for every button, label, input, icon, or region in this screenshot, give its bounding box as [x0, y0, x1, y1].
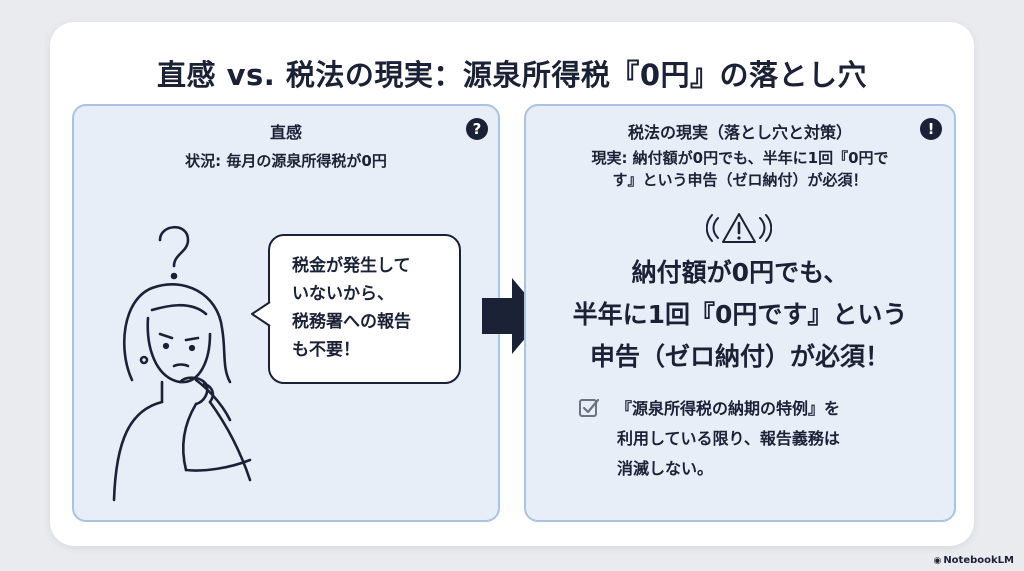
bubble-line: 税務署への報告 [292, 312, 411, 332]
big-line: 半年に1回『0円です』という [572, 300, 908, 329]
thinking-person-illustration [112, 225, 252, 502]
bubble-line: も不要！ [292, 340, 360, 360]
intuition-heading: 直感 [269, 123, 302, 142]
note-line: 『源泉所得税の納期の特例』を [616, 399, 841, 418]
note-line: 消滅しない。 [617, 459, 714, 478]
warning-triangle-icon [706, 213, 772, 243]
bubble-line: 税金が発生して [292, 256, 411, 276]
footer-label: NotebookLM [943, 555, 1014, 566]
special-rule-note: 『源泉所得税の納期の特例』を 利用している限り、報告義務は 消滅しない。 [616, 394, 917, 484]
speech-bubble-tail [251, 301, 271, 327]
notebooklm-logo-icon: ◉ [933, 556, 942, 566]
big-line: 納付額が0円でも、 [631, 258, 849, 287]
right-arrow-icon [482, 278, 544, 354]
reality-heading: 税法の現実（落とし穴と対策） [627, 123, 852, 142]
reality-panel [524, 104, 956, 522]
question-icon: ? [466, 118, 488, 140]
big-line: 申告（ゼロ納付）が必須！ [589, 342, 890, 371]
slide-title: 直感 vs. 税法の現実：源泉所得税『0円』の落とし穴 [156, 58, 868, 92]
reality-summary-line: 現実: 納付額が0円でも、半年に1回『0円で [591, 149, 889, 167]
reality-summary-line: す』という申告（ゼロ納付）が必須！ [612, 171, 868, 189]
exclamation-icon: ! [920, 118, 942, 140]
note-line: 利用している限り、報告義務は [617, 429, 840, 448]
checkbox-icon [579, 398, 600, 417]
intuition-situation: 状況: 毎月の源泉所得税が0円 [185, 152, 387, 170]
speech-bubble: 税金が発生して いないから、 税務署への報告 も不要！ [268, 234, 461, 384]
reality-big-statement: 納付額が0円でも、 半年に1回『0円です』という 申告（ゼロ納付）が必須！ [524, 252, 956, 378]
footer-brand: ◉NotebookLM [933, 555, 1014, 566]
reality-summary: 現実: 納付額が0円でも、半年に1回『0円で す』という申告（ゼロ納付）が必須！ [524, 147, 956, 191]
bubble-line: いないから、 [292, 284, 394, 304]
